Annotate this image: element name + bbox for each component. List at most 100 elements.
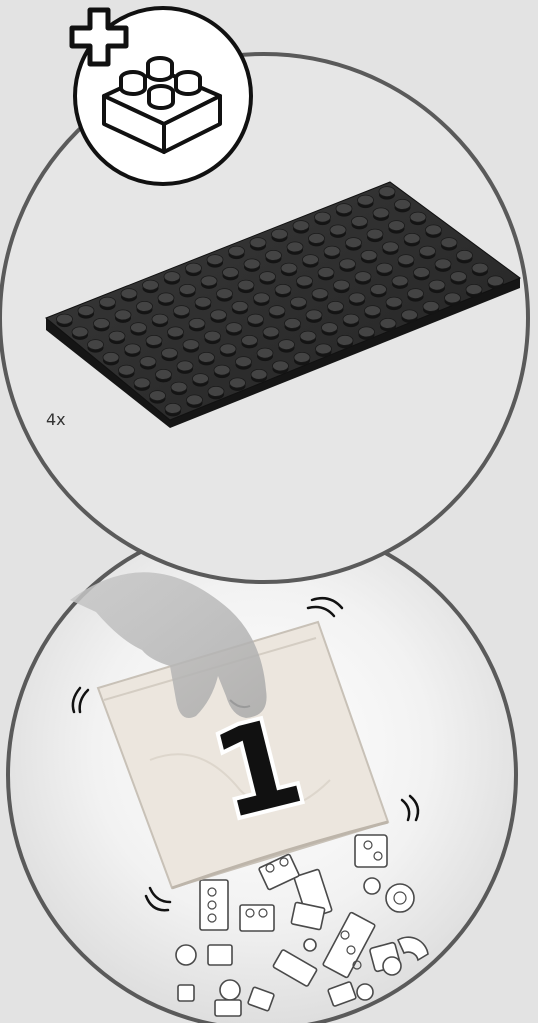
stud <box>223 267 239 277</box>
stud <box>187 395 203 405</box>
stud <box>359 327 375 337</box>
stud <box>103 352 119 362</box>
stud <box>165 403 181 413</box>
stud <box>266 250 282 260</box>
stud <box>379 187 395 197</box>
stud <box>88 340 104 350</box>
bag-callout: 1 <box>8 521 516 1023</box>
stud <box>358 195 374 205</box>
part-quantity: 4x <box>46 410 66 429</box>
stud <box>201 276 217 286</box>
stud <box>457 250 473 260</box>
plus-brick-icon <box>72 8 251 184</box>
stud <box>152 314 168 324</box>
stud <box>293 221 309 231</box>
stud <box>312 289 328 299</box>
stud <box>236 357 252 367</box>
stud <box>72 327 88 337</box>
stud <box>269 306 285 316</box>
stud <box>488 276 504 286</box>
stud <box>377 263 393 273</box>
stud <box>208 386 224 396</box>
stud <box>352 216 368 226</box>
stud <box>367 229 383 239</box>
stud <box>229 246 245 256</box>
stud <box>309 233 325 243</box>
stud <box>316 344 332 354</box>
stud <box>115 310 131 320</box>
stud <box>371 284 387 294</box>
stud <box>156 369 172 379</box>
stud <box>162 348 178 358</box>
stud <box>119 365 135 375</box>
stud <box>250 238 266 248</box>
stud <box>57 314 73 324</box>
stud <box>211 310 227 320</box>
stud <box>205 331 221 341</box>
stud <box>435 259 451 269</box>
stud <box>297 276 313 286</box>
stud <box>281 263 297 273</box>
stud <box>355 272 371 282</box>
stud <box>426 225 442 235</box>
stud <box>189 318 205 328</box>
stud <box>125 344 141 354</box>
stud <box>226 323 242 333</box>
stud <box>343 314 359 324</box>
stud <box>451 272 467 282</box>
stud <box>263 327 279 337</box>
stud <box>291 297 307 307</box>
stud <box>315 212 331 222</box>
stud <box>272 229 288 239</box>
stud <box>408 289 424 299</box>
stud <box>230 378 246 388</box>
stud <box>404 233 420 243</box>
stud <box>220 344 236 354</box>
stud <box>121 289 137 299</box>
stud <box>78 306 94 316</box>
stud <box>361 250 377 260</box>
stud <box>300 331 316 341</box>
stud <box>164 272 180 282</box>
stud <box>410 212 426 222</box>
stud <box>134 378 150 388</box>
stud <box>330 225 346 235</box>
stud <box>392 276 408 286</box>
stud <box>322 323 338 333</box>
stud <box>334 280 350 290</box>
stud <box>251 369 267 379</box>
stud <box>199 352 215 362</box>
stud <box>340 259 356 269</box>
stud <box>306 310 322 320</box>
stud <box>303 255 319 265</box>
stud <box>398 255 414 265</box>
stud <box>217 289 233 299</box>
stud <box>324 246 340 256</box>
stud <box>287 242 303 252</box>
stud <box>150 391 166 401</box>
stud <box>386 297 402 307</box>
stud <box>180 284 196 294</box>
stud <box>131 323 147 333</box>
stud <box>174 306 190 316</box>
stud <box>232 301 248 311</box>
stud <box>472 263 488 273</box>
stud <box>389 221 405 231</box>
stud <box>373 208 389 218</box>
stud <box>441 238 457 248</box>
parts-callout: 4x <box>0 54 528 582</box>
stud <box>328 301 344 311</box>
stud <box>254 293 270 303</box>
stud <box>414 267 430 277</box>
stud <box>214 365 230 375</box>
stud <box>380 318 396 328</box>
stud <box>466 284 482 294</box>
stud <box>294 352 310 362</box>
stud <box>168 327 184 337</box>
stud <box>109 331 125 341</box>
stud <box>193 374 209 384</box>
stud <box>423 301 439 311</box>
stud <box>445 293 461 303</box>
stud <box>146 335 162 345</box>
stud <box>275 284 291 294</box>
